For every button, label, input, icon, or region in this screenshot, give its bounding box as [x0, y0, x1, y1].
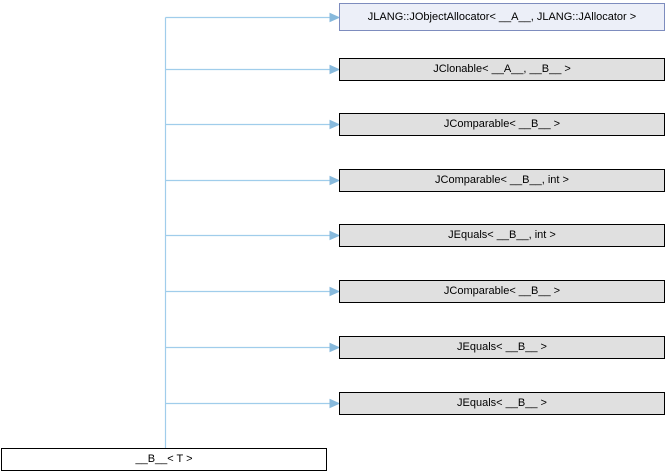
arrowhead-icon — [329, 12, 341, 23]
class-node-jcomparable-b-2: JComparable< __B__ > — [339, 280, 665, 303]
arrowhead-icon — [329, 230, 341, 241]
arrowhead-icon — [329, 64, 341, 75]
arrowhead-icon — [329, 342, 341, 353]
class-node-jequals-b-int: JEquals< __B__, int > — [339, 224, 665, 247]
class-node-jequals-b-2: JEquals< __B__ > — [339, 392, 665, 415]
arrowhead-icon — [329, 286, 341, 297]
class-node-base: __B__< T > — [1, 448, 327, 471]
arrowhead-icon — [329, 119, 341, 130]
class-node-jcomparable-b: JComparable< __B__ > — [339, 113, 665, 136]
class-node-jclonable: JClonable< __A__, __B__ > — [339, 58, 665, 81]
class-node-jobjectallocator[interactable]: JLANG::JObjectAllocator< __A__, JLANG::J… — [339, 3, 665, 31]
class-node-jequals-b: JEquals< __B__ > — [339, 336, 665, 359]
class-node-jcomparable-b-int: JComparable< __B__, int > — [339, 169, 665, 192]
arrowhead-icon — [329, 175, 341, 186]
arrowhead-icon — [329, 398, 341, 409]
